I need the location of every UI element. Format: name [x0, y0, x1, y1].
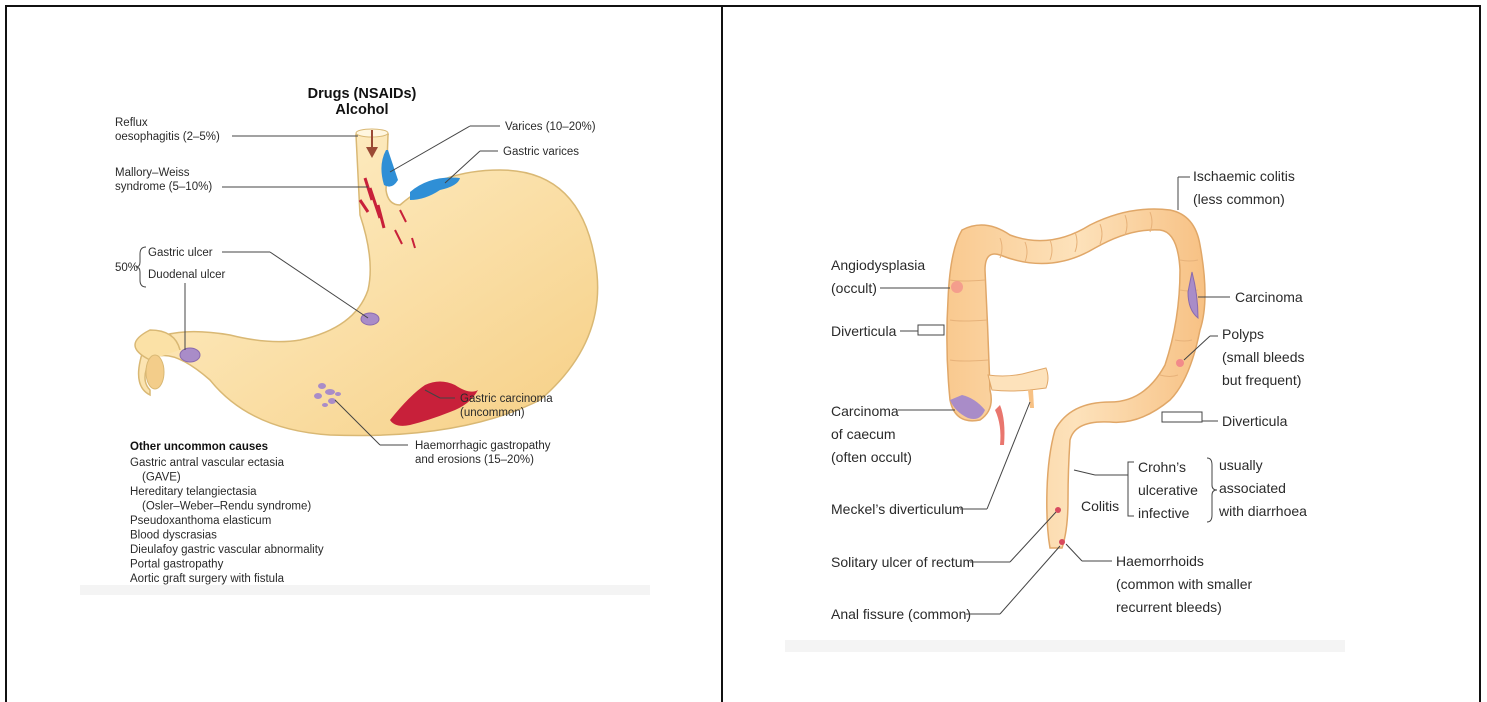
mallory-label-1: Mallory–Weiss	[115, 167, 190, 179]
other-cause-item: Aortic graft surgery with fistula	[130, 573, 285, 585]
caecum-label-3: (often occult)	[831, 449, 912, 465]
ischaemic-label-2: (less common)	[1193, 191, 1285, 207]
haemorrhoid-mark	[1059, 539, 1065, 545]
polyps-label-3: but frequent)	[1222, 372, 1301, 388]
haemorrhoids-label-2: (common with smaller	[1116, 576, 1252, 592]
header-line-1: Drugs (NSAIDs)	[308, 86, 417, 102]
associated-label-3: with diarrhoea	[1218, 503, 1307, 519]
angiodysplasia-label-1: Angiodysplasia	[831, 257, 925, 273]
header-line-2: Alcohol	[335, 102, 388, 118]
polyps-label-2: (small bleeds	[1222, 349, 1304, 365]
ischaemic-label-1: Ischaemic colitis	[1193, 168, 1295, 184]
haemorrhoids-label-1: Haemorrhoids	[1116, 553, 1204, 569]
mallory-label-2: syndrome (5–10%)	[115, 181, 212, 193]
other-cause-item: Pseudoxanthoma elasticum	[130, 515, 271, 527]
polyp-mark	[1176, 359, 1184, 367]
other-cause-item: Blood dyscrasias	[130, 530, 217, 542]
angiodysplasia-label-2: (occult)	[831, 280, 877, 296]
diverticula-left-label: Diverticula	[831, 323, 897, 339]
other-cause-item: Dieulafoy gastric vascular abnormality	[130, 544, 324, 556]
reflux-label-2: oesophagitis (2–5%)	[115, 131, 220, 143]
reflux-label-1: Reflux	[115, 117, 148, 129]
colon-panel: Ischaemic colitis (less common) Angiodys…	[785, 168, 1345, 652]
gastric-carcinoma-label-1: Gastric carcinoma	[460, 393, 553, 405]
diverticula-right-label: Diverticula	[1222, 413, 1288, 429]
other-cause-item: (Osler–Weber–Rendu syndrome)	[142, 501, 311, 513]
meckel-label: Meckel’s diverticulum	[831, 501, 964, 517]
colitis-infective-label: infective	[1138, 505, 1190, 521]
meckel-diverticulum-shape	[988, 368, 1048, 391]
varices-label: Varices (10–20%)	[505, 121, 596, 133]
gastric-varices-label: Gastric varices	[503, 146, 579, 158]
other-cause-item: Gastric antral vascular ectasia	[130, 457, 285, 469]
appendix-shape	[995, 405, 1005, 445]
colitis-crohns-label: Crohn’s	[1138, 459, 1186, 475]
carcinoma-label: Carcinoma	[1235, 289, 1303, 305]
solitary-ulcer-label: Solitary ulcer of rectum	[831, 554, 974, 570]
haemorrhagic-label-1: Haemorrhagic gastropathy	[415, 440, 551, 452]
duodenal-ulcer-label: Duodenal ulcer	[148, 269, 226, 281]
associated-label-2: associated	[1219, 480, 1286, 496]
caecum-label-1: Carcinoma	[831, 403, 899, 419]
haemorrhagic-label-2: and erosions (15–20%)	[415, 454, 534, 466]
polyps-label-1: Polyps	[1222, 326, 1264, 342]
colitis-ulcerative-label: ulcerative	[1138, 482, 1198, 498]
haemorrhoids-label-3: recurrent bleeds)	[1116, 599, 1222, 615]
other-causes-title: Other uncommon causes	[130, 441, 268, 453]
duodenal-ulcer-mark	[180, 348, 200, 362]
colitis-label: Colitis	[1081, 498, 1119, 514]
anal-fissure-label: Anal fissure (common)	[831, 606, 971, 622]
stomach-panel: Drugs (NSAIDs) Alcohol Reflux oesophagit…	[80, 80, 650, 595]
gastric-carcinoma-label-2: (uncommon)	[460, 407, 525, 419]
associated-label-1: usually	[1219, 457, 1263, 473]
gastric-ulcer-label: Gastric ulcer	[148, 247, 213, 259]
angiodysplasia-mark	[951, 281, 963, 293]
other-cause-item: (GAVE)	[142, 472, 181, 484]
other-cause-item: Hereditary telangiectasia	[130, 486, 257, 498]
other-cause-item: Portal gastropathy	[130, 559, 224, 571]
ulcer-percent-label: 50%	[115, 262, 138, 274]
caecum-label-2: of caecum	[831, 426, 896, 442]
